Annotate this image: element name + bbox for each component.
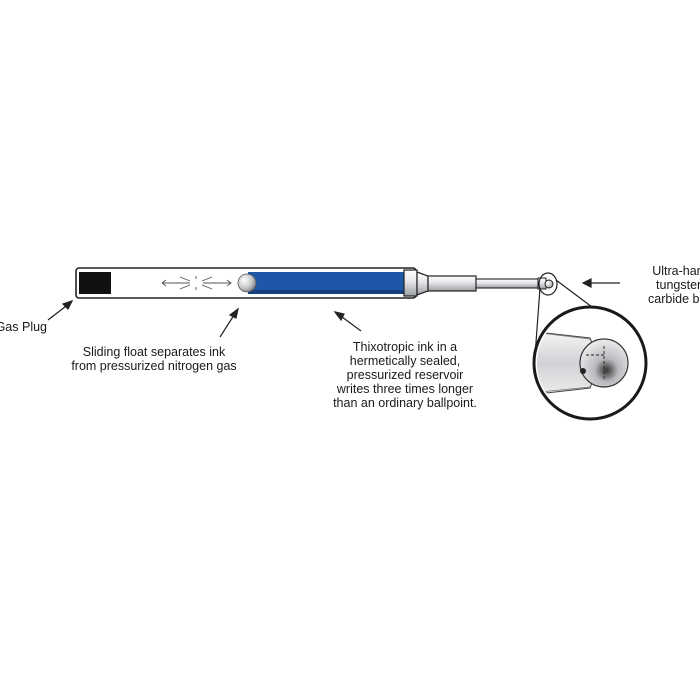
gas-plug (79, 272, 111, 294)
ink-label-line-2: hermetically sealed, (349, 354, 461, 368)
float-label-line-1: Sliding float separates ink (82, 345, 226, 359)
ink-reservoir (248, 272, 404, 294)
callout-arrows (47, 278, 620, 338)
carbide-ball-label: Ultra-hard tungsten carbide ball (630, 264, 700, 306)
ink-cartridge (75, 267, 554, 299)
float-label-line-2: from pressurized nitrogen gas (71, 359, 237, 373)
tip-ball (544, 279, 554, 289)
gas-plug-label-text: Gas Plug (0, 320, 47, 334)
cartridge-collar (403, 269, 418, 297)
sliding-float-label: Sliding float separates ink from pressur… (68, 345, 240, 373)
tip-shaft-wide (427, 275, 477, 292)
tip-connector (416, 271, 429, 296)
ball-label-line-2: tungsten (656, 278, 700, 292)
thixotropic-ink-label: Thixotropic ink in a hermetically sealed… (320, 340, 490, 410)
ink-label-line-4: writes three times longer (336, 382, 474, 396)
gas-plug-label: Gas Plug (0, 320, 47, 334)
ink-label-line-5: than an ordinary ballpoint. (333, 396, 477, 410)
ball-label-line-3: carbide ball (648, 292, 700, 306)
ink-label-line-1: Thixotropic ink in a (352, 340, 458, 354)
ball-label-line-1: Ultra-hard (652, 264, 700, 278)
sliding-float (237, 273, 257, 293)
ink-label-line-3: pressurized reservoir (346, 368, 464, 382)
tip-shaft-narrow (475, 278, 539, 289)
tip-magnifier-callout (532, 272, 648, 421)
gas-pressure-arrows (161, 276, 232, 290)
